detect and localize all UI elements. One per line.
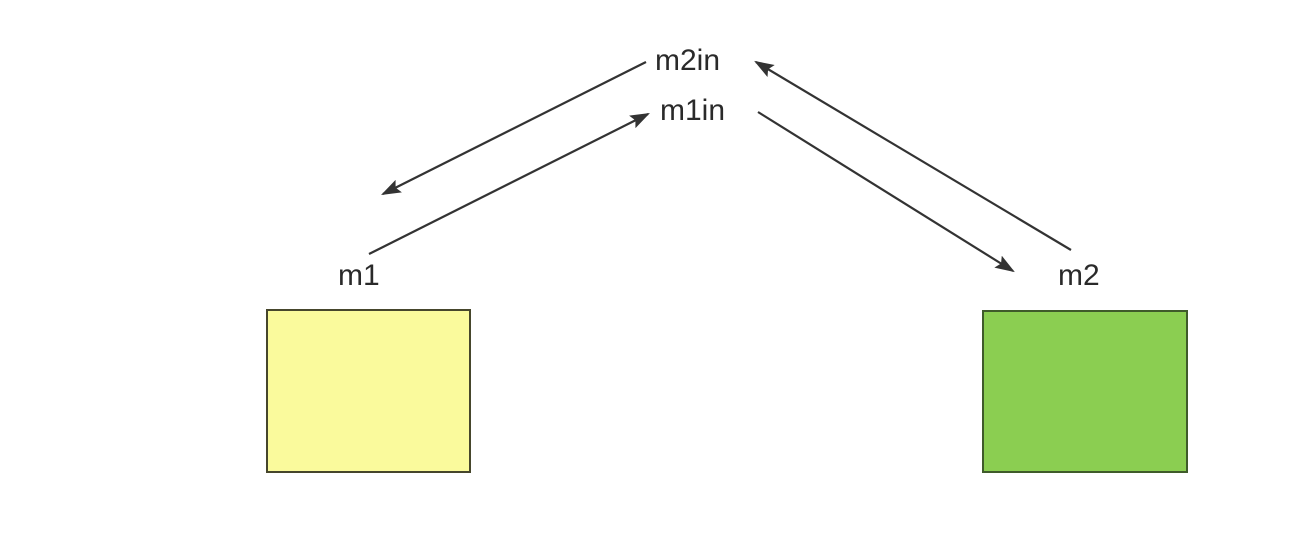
edge-m2-to-m2in	[754, 60, 1072, 251]
edge-m2in-to-m1	[381, 61, 647, 195]
port-label-m1in: m1in	[660, 94, 726, 127]
port-label-m2in: m2in	[655, 44, 721, 77]
node-label-m2: m2	[1058, 259, 1100, 292]
edge-m1-to-m1in	[368, 113, 650, 255]
node-box-m2[interactable]	[982, 310, 1188, 473]
edge-m1in-to-m2	[757, 111, 1015, 273]
node-box-m1[interactable]	[266, 309, 471, 473]
node-label-m1: m1	[338, 259, 380, 292]
